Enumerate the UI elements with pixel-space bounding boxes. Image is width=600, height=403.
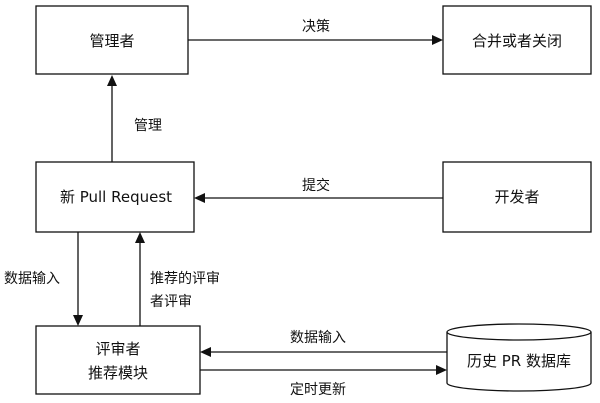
- merge-or-close-box: [442, 5, 592, 75]
- edge-recommended-label-line1: 推荐的评审: [150, 271, 220, 287]
- reviewer-module-box: [35, 325, 201, 395]
- edge-scheduled-update-arrowhead: [436, 365, 447, 375]
- edge-recommended-arrowhead: [135, 232, 145, 243]
- edge-scheduled-update-label: 定时更新: [290, 382, 346, 398]
- new-pr-box: [35, 161, 195, 233]
- developer-box: [442, 161, 592, 233]
- edge-data-input-left-label: 数据输入: [4, 271, 60, 287]
- edge-recommended-label-line2: 者评审: [150, 294, 192, 310]
- edge-data-input-db-arrowhead: [200, 347, 211, 357]
- edge-data-input-db-label: 数据输入: [290, 330, 346, 346]
- new-pr-label: 新 Pull Request: [60, 188, 172, 206]
- developer-label: 开发者: [494, 188, 539, 206]
- reviewer-module-label-line1: 评审者: [95, 340, 140, 358]
- edge-data-input-left-arrowhead: [73, 315, 83, 326]
- manager-label: 管理者: [89, 32, 134, 50]
- edge-decision-arrowhead: [432, 35, 443, 45]
- history-db-cylinder: [446, 323, 592, 392]
- edge-manage-label: 管理: [134, 118, 162, 134]
- history-db-label: 历史 PR 数据库: [467, 352, 571, 370]
- edge-decision-label: 决策: [302, 18, 330, 35]
- edge-manage-arrowhead: [107, 75, 117, 86]
- merge-or-close-label: 合并或者关闭: [472, 32, 562, 50]
- manager-box: [35, 5, 189, 75]
- reviewer-module-label-line2: 推荐模块: [88, 364, 148, 382]
- edge-submit-label: 提交: [302, 177, 330, 194]
- edge-submit-arrowhead: [194, 193, 205, 203]
